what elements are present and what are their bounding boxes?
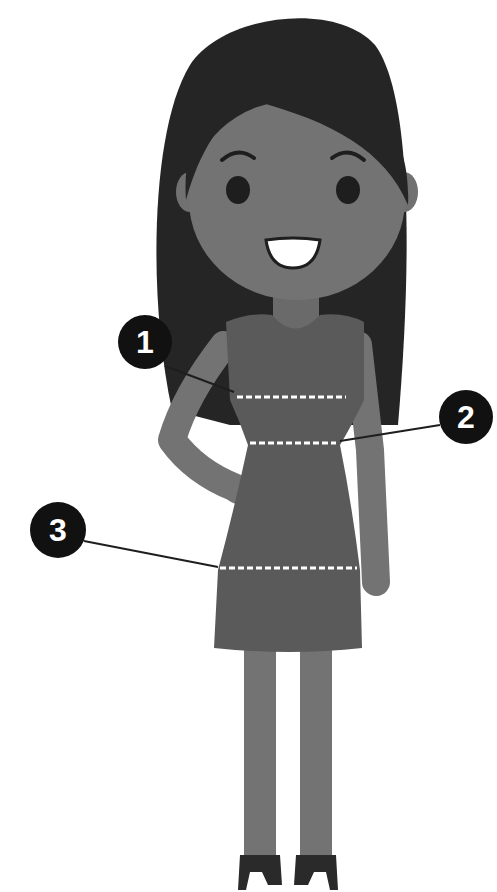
measure-line xyxy=(250,442,336,445)
leader-line xyxy=(165,366,234,392)
callout-number: 2 xyxy=(457,401,475,433)
hair-fringe xyxy=(186,80,409,205)
callout-circle: 1 xyxy=(118,315,172,369)
eye xyxy=(336,176,360,204)
leader-line xyxy=(340,425,440,441)
circle-fill xyxy=(118,315,172,369)
smile xyxy=(266,238,320,268)
measure-line xyxy=(237,396,346,399)
leader-line xyxy=(84,541,218,567)
leg xyxy=(244,640,276,862)
shoe xyxy=(238,855,282,890)
shoe xyxy=(294,855,338,890)
arm xyxy=(172,345,236,488)
callout-circle: 2 xyxy=(439,390,493,444)
callout-circle: 3 xyxy=(30,502,86,558)
measure-line xyxy=(220,567,357,570)
eyebrow xyxy=(332,152,364,160)
leg xyxy=(300,640,332,862)
callout-number: 3 xyxy=(49,514,67,546)
callout-number: 1 xyxy=(136,326,154,358)
dress xyxy=(214,314,364,652)
circle-fill xyxy=(30,502,86,558)
eye xyxy=(226,176,250,204)
eyebrow xyxy=(222,152,254,160)
circle-fill xyxy=(439,390,493,444)
